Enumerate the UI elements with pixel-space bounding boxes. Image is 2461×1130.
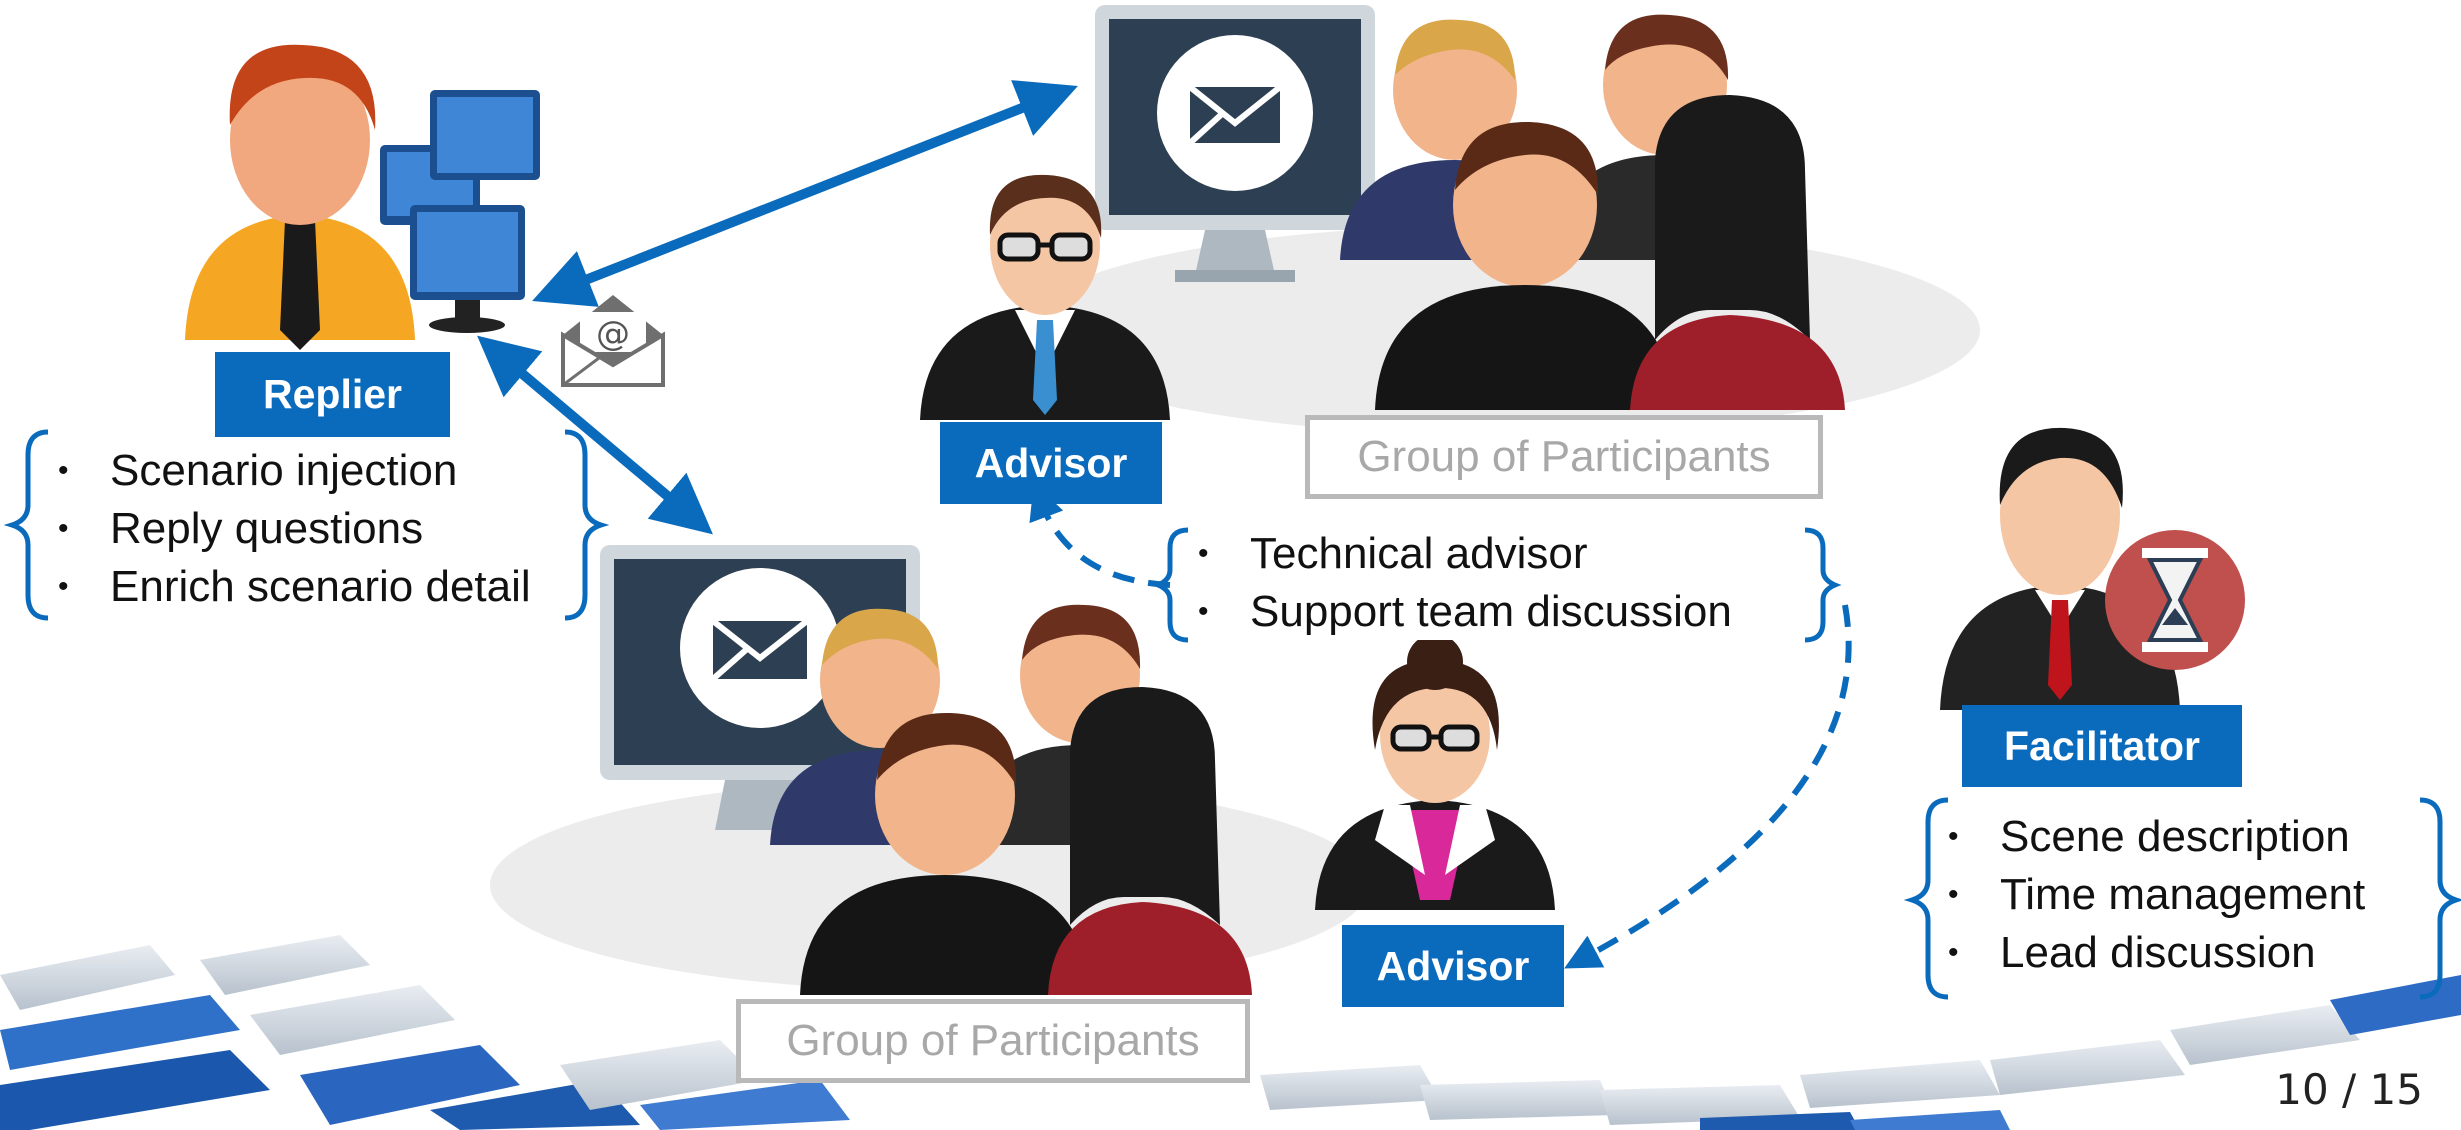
facilitator-person-icon — [1940, 427, 2245, 710]
page-number: 10 / 15 — [2275, 1065, 2423, 1114]
brace-facilitator-right — [2419, 797, 2461, 1000]
list-item: Support team discussion — [1180, 583, 1732, 641]
list-item: Technical advisor — [1180, 525, 1732, 583]
list-item: Reply questions — [40, 500, 531, 558]
advisor-person-icon-bottom — [1315, 640, 1555, 910]
brace-replier-right — [564, 429, 610, 621]
replier-label: Replier — [215, 352, 450, 437]
dashed-arrow-to-top-advisor — [1029, 483, 1171, 588]
facilitator-label: Facilitator — [1962, 705, 2242, 787]
list-item: Enrich scenario detail — [40, 558, 531, 616]
group-of-participants-label-top: Group of Participants — [1305, 415, 1823, 499]
replier-bullet-list: Scenario injection Reply questions Enric… — [40, 442, 531, 616]
advisor-label-bottom: Advisor — [1342, 925, 1564, 1007]
facilitator-bullet-list: Scene description Time management Lead d… — [1930, 808, 2365, 982]
advisor-label-top: Advisor — [940, 422, 1162, 504]
brace-replier-left — [3, 429, 49, 621]
participants-group-icon-bottom — [770, 604, 1252, 995]
replier-person-icon — [185, 44, 540, 350]
dashed-arrow-to-bottom-advisor — [1564, 604, 1852, 969]
monitor-email-icon-top — [1095, 5, 1375, 282]
participants-group-icon-top — [1340, 14, 1845, 410]
list-item: Lead discussion — [1930, 924, 2365, 982]
arrow-replier-to-bottom-group — [477, 335, 713, 535]
arrow-replier-to-top-group — [532, 80, 1078, 307]
advisor-bullet-list: Technical advisor Support team discussio… — [1180, 525, 1732, 641]
ribbon-tiles-left — [0, 935, 850, 1130]
ribbon-tiles-right — [1260, 975, 2461, 1130]
list-item: Time management — [1930, 866, 2365, 924]
group-of-participants-label-bottom: Group of Participants — [736, 999, 1250, 1083]
list-item: Scenario injection — [40, 442, 531, 500]
brace-advisor-left — [1151, 527, 1189, 643]
list-item: Scene description — [1930, 808, 2365, 866]
brace-advisor-right — [1804, 527, 1842, 643]
